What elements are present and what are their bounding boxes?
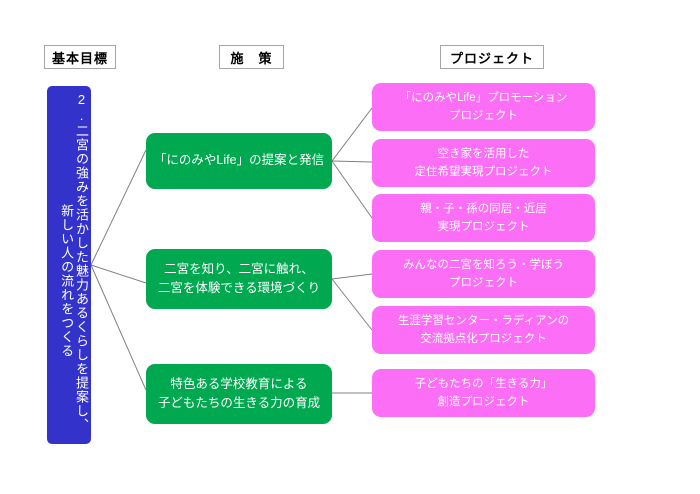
project-box-0-line-1: プロジェクト: [449, 110, 518, 122]
project-box-4-line-1: 交流拠点化プロジェクト: [420, 333, 547, 345]
project-box-0-line-0: 「にのみやLife」プロモーション: [399, 91, 568, 104]
basic-goal-bar: 2.二宮の強みを活かした魅力あるくらしを提案し、 新しい人の流れをつくる: [47, 86, 91, 444]
project-box-2-line-1: 実現プロジェクト: [437, 221, 530, 233]
connector-policy-0-to-project-2: [331, 160, 373, 219]
project-box-4-line-0: 生涯学習センター・ラディアンの: [397, 314, 570, 327]
project-box-2-line-0: 親・子・孫の同居・近居: [420, 202, 547, 215]
policy-box-2-text: 特色ある学校教育による 子どもたちの生きる力の育成: [158, 375, 320, 414]
project-box-0-text: 「にのみやLife」プロモーション プロジェクト: [400, 89, 568, 126]
connector-policy-0-to-project-1: [331, 160, 373, 163]
project-box-3-text: みんなの二宮を知ろう・学ぼう プロジェクト: [403, 256, 564, 293]
project-box-5-line-0: 子どもたちの「生きる力」: [414, 377, 553, 390]
policy-box-2-line-1: 子どもたちの生きる力の育成: [157, 396, 321, 410]
project-box-1-line-0: 空き家を活用した: [437, 147, 530, 160]
connector-policy-1-to-project-3: [331, 273, 373, 280]
column-header-goal: 基本目標: [44, 45, 116, 69]
policy-box-1-line-0: 二宮を知り、二宮に触れ、: [164, 261, 314, 276]
policy-box-0-text: 「にのみやLife」の提案と発信: [154, 151, 324, 170]
project-box-3-line-1: プロジェクト: [449, 277, 518, 289]
policy-box-2[interactable]: 特色ある学校教育による 子どもたちの生きる力の育成: [146, 364, 332, 424]
project-box-1-text: 空き家を活用した 定住希望実現プロジェクト: [415, 145, 553, 182]
policy-box-2-line-0: 特色ある学校教育による: [170, 376, 308, 391]
project-box-4[interactable]: 生涯学習センター・ラディアンの 交流拠点化プロジェクト: [372, 306, 595, 354]
project-box-5-text: 子どもたちの「生きる力」 創造プロジェクト: [415, 375, 553, 412]
basic-goal-text-line-1: 2.二宮の強みを活かした魅力あるくらしを提案し、: [74, 92, 89, 432]
project-box-4-text: 生涯学習センター・ラディアンの 交流拠点化プロジェクト: [398, 312, 569, 349]
policy-box-1[interactable]: 二宮を知り、二宮に触れ、 二宮を体験できる環境づくり: [146, 249, 332, 309]
column-header-project: プロジェクト: [440, 45, 544, 69]
policy-box-1-line-1: 二宮を体験できる環境づくり: [157, 281, 321, 295]
project-box-3-line-0: みんなの二宮を知ろう・学ぼう: [403, 258, 564, 271]
column-header-policy: 施 策: [219, 45, 284, 69]
basic-goal-text-line-2: 新しい人の流れをつくる: [59, 204, 75, 358]
project-box-0[interactable]: 「にのみやLife」プロモーション プロジェクト: [372, 83, 595, 131]
project-box-5[interactable]: 子どもたちの「生きる力」 創造プロジェクト: [372, 369, 595, 417]
project-box-2[interactable]: 親・子・孫の同居・近居 実現プロジェクト: [372, 194, 595, 242]
connector-goal-to-policy-1: [90, 264, 147, 284]
connector-goal-to-policy-2: [90, 264, 147, 391]
connector-policy-1-to-project-4: [331, 278, 373, 331]
policy-box-0-line-0: 「にのみやLife」の提案と発信: [153, 153, 325, 168]
project-box-1-line-1: 定住希望実現プロジェクト: [414, 166, 553, 178]
policy-box-1-text: 二宮を知り、二宮に触れ、 二宮を体験できる環境づくり: [158, 260, 320, 299]
project-box-1[interactable]: 空き家を活用した 定住希望実現プロジェクト: [372, 139, 595, 187]
project-box-5-line-1: 創造プロジェクト: [437, 396, 530, 408]
connector-goal-to-policy-0: [90, 149, 147, 266]
project-box-2-text: 親・子・孫の同居・近居 実現プロジェクト: [420, 200, 547, 237]
connector-policy-0-to-project-0: [331, 107, 373, 162]
policy-box-0[interactable]: 「にのみやLife」の提案と発信: [146, 133, 332, 189]
project-box-3[interactable]: みんなの二宮を知ろう・学ぼう プロジェクト: [372, 250, 595, 298]
